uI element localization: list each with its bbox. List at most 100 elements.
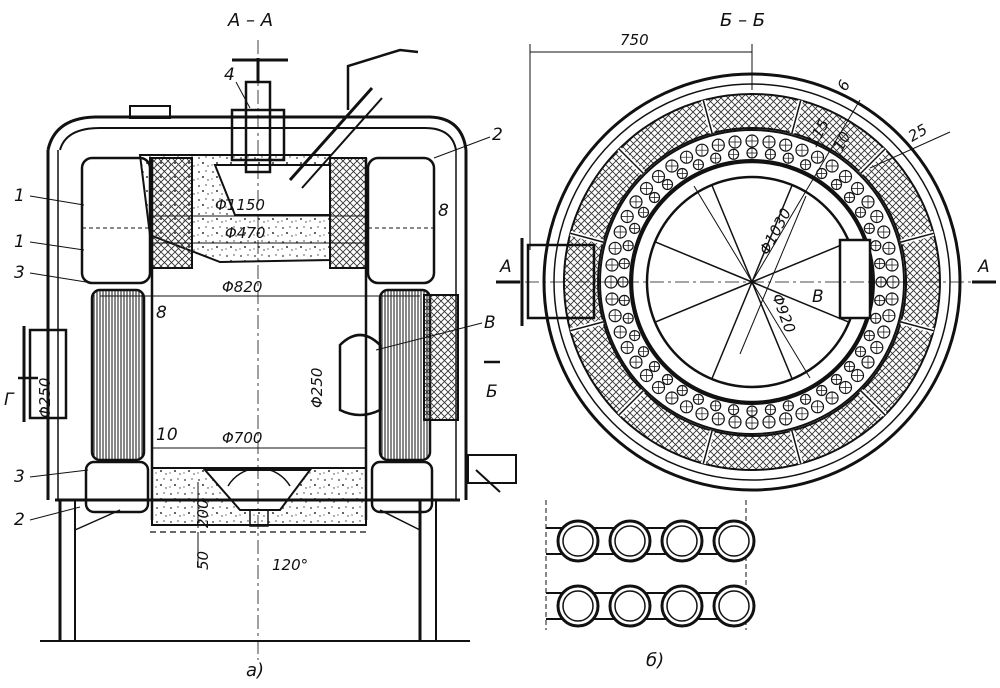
segment-joint-line <box>900 321 934 332</box>
dim-700: Φ700 <box>222 429 262 447</box>
spoke <box>751 184 793 283</box>
callout-v: В <box>484 313 496 333</box>
detail-tube-bore <box>718 525 750 557</box>
outer-tube-cross <box>614 226 627 238</box>
inner-tube-cross <box>816 385 827 396</box>
detail-tube-bore <box>562 525 594 557</box>
callout-3-bottom: 3 <box>14 467 25 487</box>
outer-tube-cross <box>729 416 741 428</box>
drain-pipe <box>249 509 269 527</box>
upper-drum-left <box>80 156 152 285</box>
segment-joint-line <box>570 321 604 332</box>
detail-tube <box>608 519 652 563</box>
inner-tube-cross <box>765 149 776 160</box>
outer-tube-cross <box>746 417 758 429</box>
outer-tube-cross <box>763 136 775 148</box>
inner-tube-cross <box>693 159 704 170</box>
inner-tube-cross <box>629 330 640 341</box>
outer-tube-cross <box>729 136 741 148</box>
callout-1-bottom: 1 <box>14 232 25 252</box>
top-flange <box>129 105 171 119</box>
outer-tube-cross <box>862 195 874 208</box>
detail-tube <box>660 584 704 628</box>
tube-bank-right <box>378 288 432 462</box>
dim-750: 750 <box>620 31 649 49</box>
outer-tube-cross <box>606 293 618 305</box>
outer-tube-cross <box>882 242 895 255</box>
callout-2-right: 2 <box>492 125 503 145</box>
label-v: В <box>812 287 824 307</box>
outer-tube-cross <box>746 135 758 147</box>
inner-tube-cross <box>844 192 855 203</box>
outer-tube-cross <box>796 407 808 420</box>
detail-tube-bore <box>666 525 698 557</box>
inner-tube-cross <box>855 207 866 218</box>
inner-tube-cross <box>783 400 794 411</box>
label-a-left: А <box>499 257 512 277</box>
inner-tube-cross <box>874 295 885 306</box>
inner-tube-cross <box>728 404 739 415</box>
detail-tube <box>660 519 704 563</box>
lever-arm <box>346 48 419 110</box>
insulation-ring <box>562 93 941 471</box>
inner-tube-cross <box>870 240 881 251</box>
callout-1-top: 1 <box>14 186 25 206</box>
inner-tube-cross <box>874 258 885 269</box>
dim-250-right: Φ250 <box>308 368 326 408</box>
insulation-segment-joints <box>569 99 935 465</box>
outer-tube-cross <box>796 144 808 157</box>
section-mark-g: Г <box>4 390 15 410</box>
spoke <box>751 241 850 283</box>
leader-1-bottom <box>29 241 85 251</box>
segment-joint-line <box>791 100 802 134</box>
outer-tube-cross <box>680 400 693 413</box>
leader-2-left <box>29 506 81 521</box>
outer-tube-cross <box>652 170 665 183</box>
detail-tube <box>712 519 756 563</box>
outer-tube-cross <box>630 356 642 369</box>
outer-tube-cross <box>870 341 883 354</box>
section-title-a-a: А – А <box>227 10 273 31</box>
top-cover-inner <box>59 127 457 151</box>
spoke <box>711 281 753 380</box>
segment-joint-line <box>860 390 886 416</box>
outer-tube-cross <box>640 182 653 195</box>
leader-4 <box>235 81 251 109</box>
dim-1150: Φ1150 <box>215 196 265 214</box>
top-cover <box>46 115 468 151</box>
outer-tube-cross <box>665 160 678 172</box>
inner-tube-cross <box>710 153 721 164</box>
outer-tube-cross <box>851 369 864 382</box>
callout-2-left: 2 <box>14 510 25 530</box>
inner-tube-cross <box>844 361 855 372</box>
outer-tube-cross <box>621 210 634 223</box>
tube-bank-left <box>90 288 146 462</box>
insulation-top-right <box>329 157 367 269</box>
spoke <box>654 281 753 323</box>
spoke <box>654 241 753 283</box>
inner-tube-cross <box>623 313 634 324</box>
inlet-pipe-left <box>28 328 68 420</box>
outer-tube-cross <box>665 392 678 404</box>
outer-tube-cross <box>712 139 725 152</box>
dim-820: Φ820 <box>222 278 262 296</box>
detail-tube-bore <box>666 590 698 622</box>
leader-v <box>375 322 483 351</box>
outer-tube-cross <box>839 381 852 394</box>
outer-tube-cross <box>779 412 792 425</box>
lower-drum-left <box>84 460 150 514</box>
lower-drum-right <box>370 460 434 514</box>
inner-tube-cross <box>677 385 688 396</box>
valve-handle <box>475 469 501 493</box>
segment-joint-line <box>618 148 644 174</box>
dim-line-115 <box>751 99 861 283</box>
outer-tube-cross <box>826 392 839 404</box>
segment-joint-line <box>860 148 886 174</box>
outer-tube-cross <box>712 412 725 425</box>
angle-arc <box>227 467 291 487</box>
inner-tube-cross <box>693 394 704 405</box>
outer-tube-cross <box>779 139 792 152</box>
outer-tube-cross <box>862 356 874 369</box>
dim-470: Φ470 <box>225 224 265 242</box>
